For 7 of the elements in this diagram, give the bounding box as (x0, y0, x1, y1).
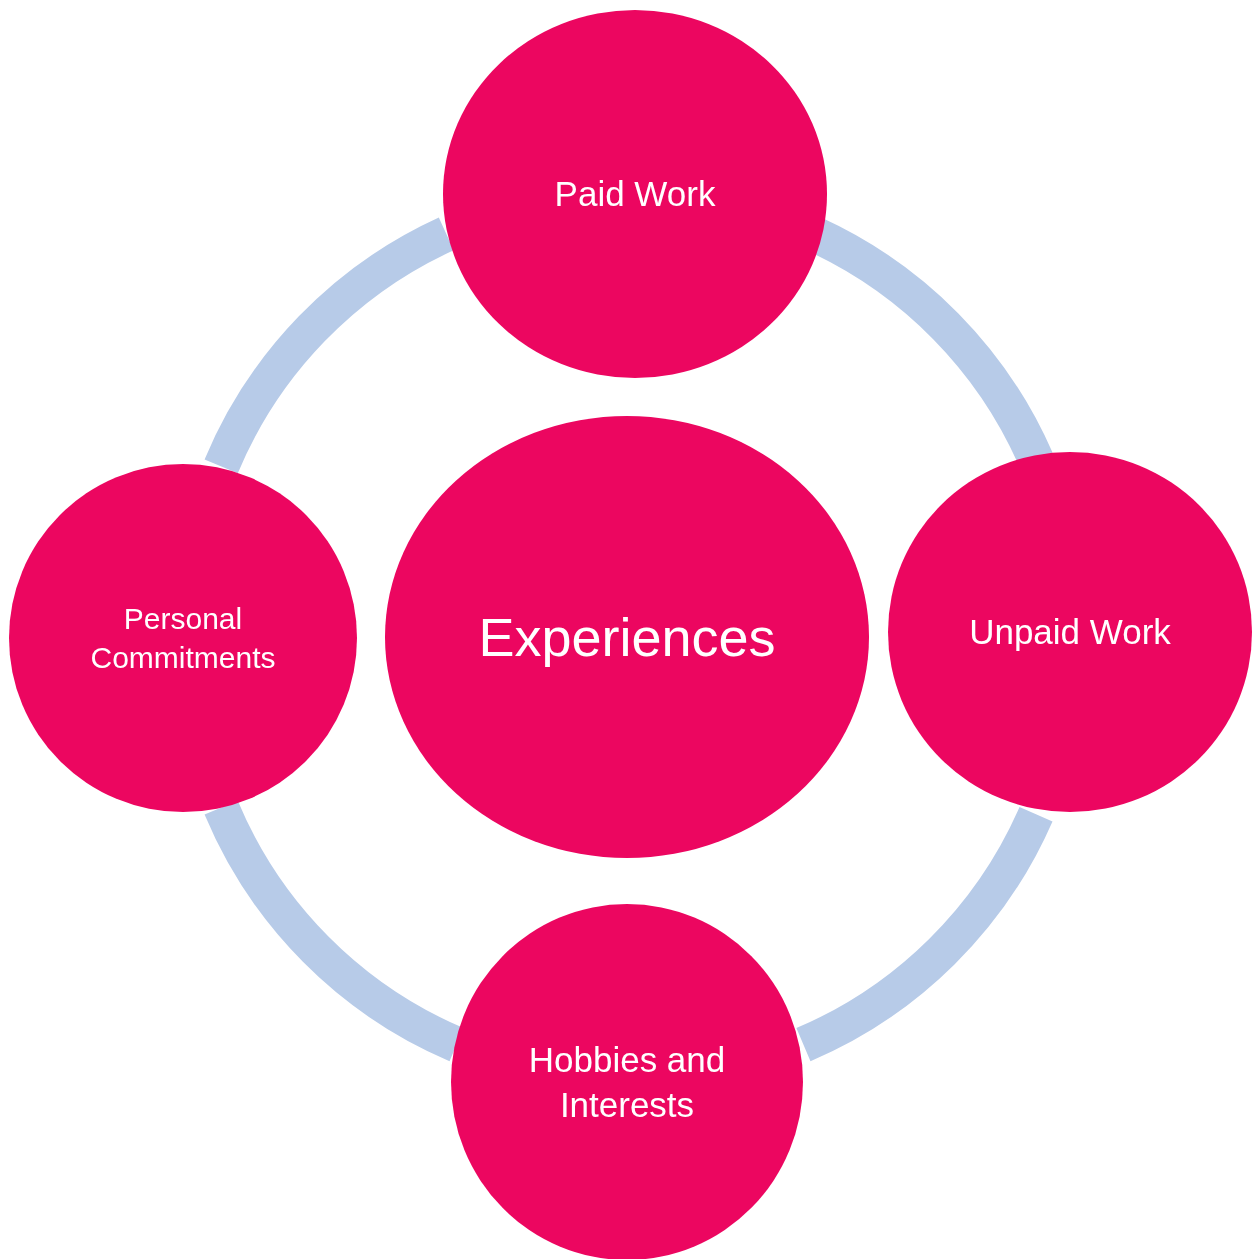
node-label: Personal Commitments (89, 601, 277, 676)
ring-arc (205, 218, 455, 475)
node-label: Paid Work (554, 173, 716, 216)
node-label: Unpaid Work (969, 611, 1171, 654)
ring-arc (795, 805, 1053, 1061)
node-label: Hobbies and Interests (527, 1038, 727, 1126)
node-label: Experiences (478, 605, 776, 669)
